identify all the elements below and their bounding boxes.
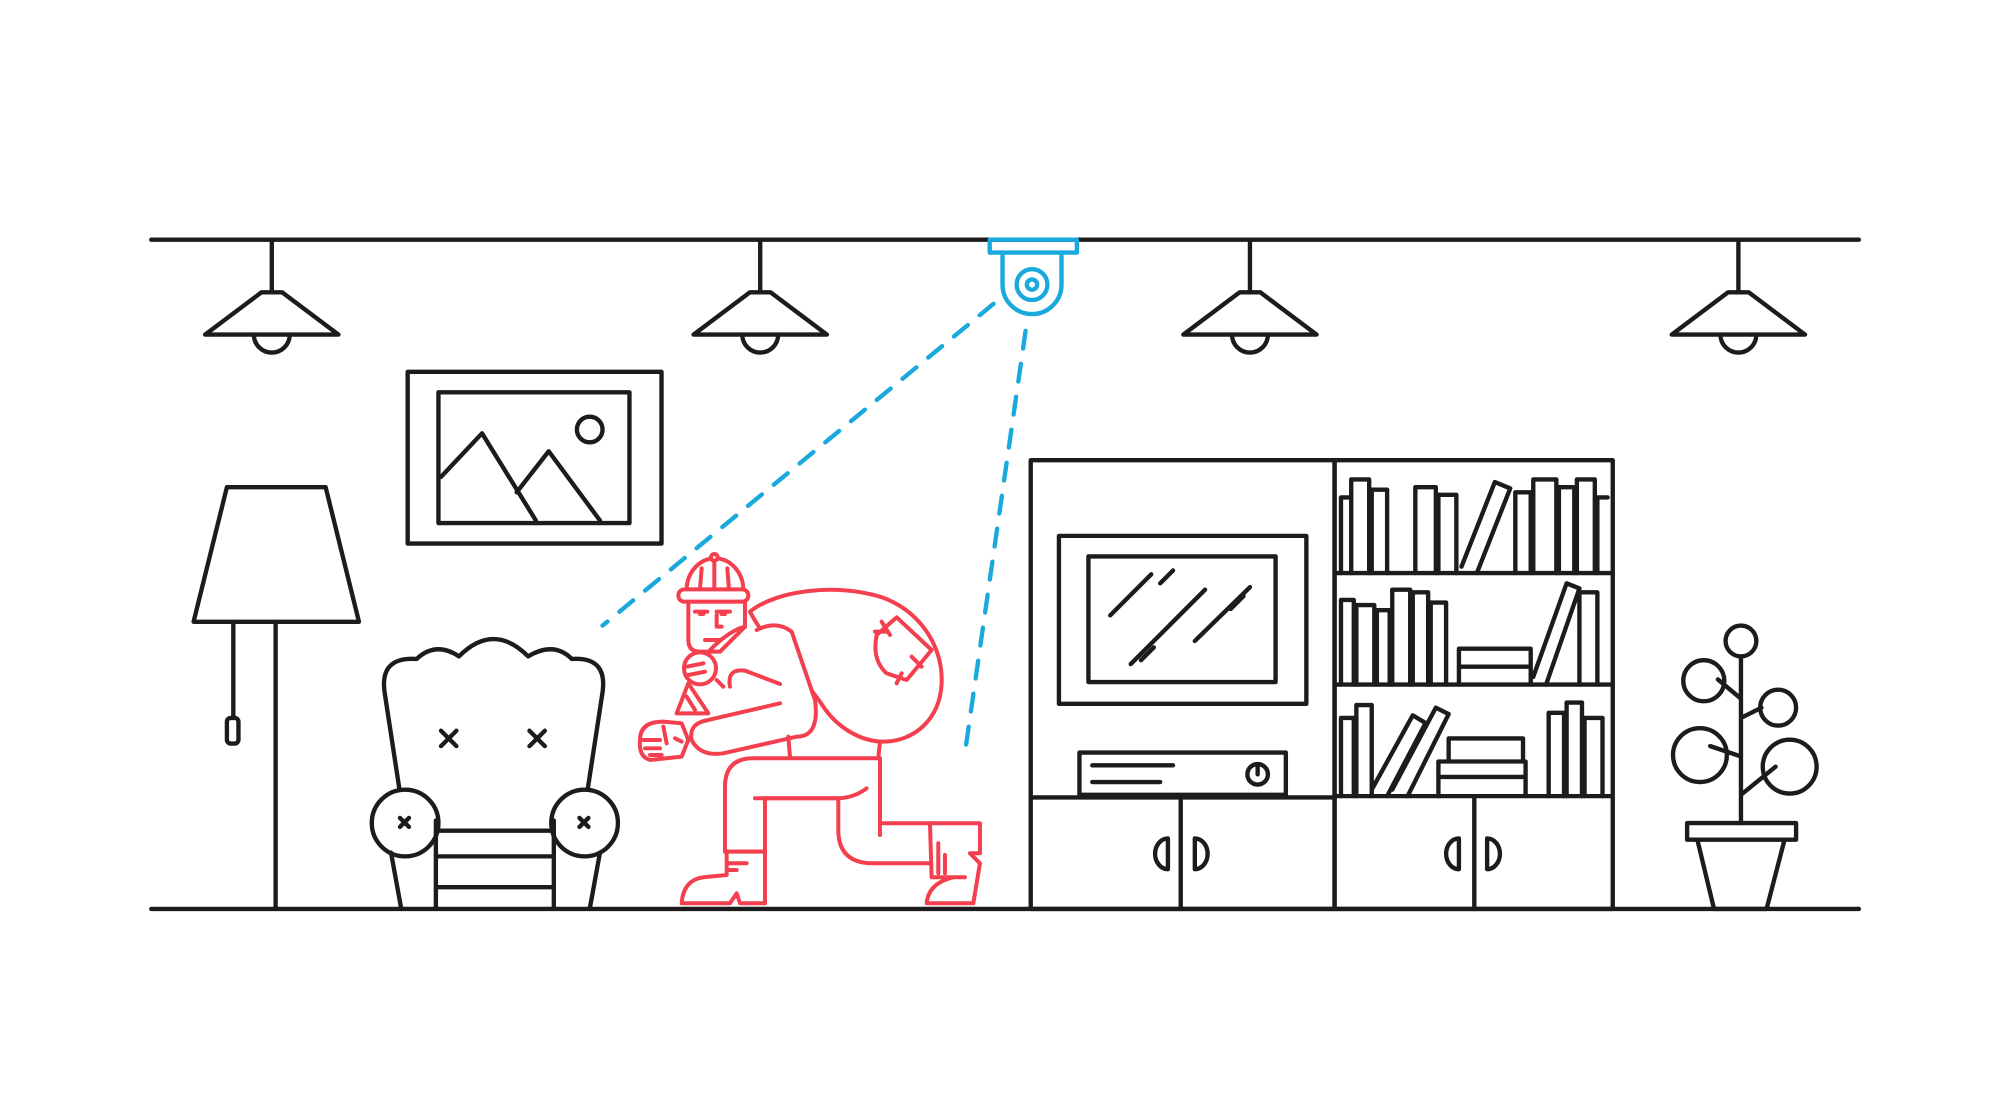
- burglar-icon: [637, 551, 982, 906]
- fist: [637, 719, 691, 762]
- dvr-player-icon: [1077, 750, 1289, 798]
- camera-view-line: [963, 328, 1028, 753]
- ceiling-lamp-icon: [1669, 237, 1808, 355]
- boot: [924, 821, 982, 906]
- bookshelf-icon: [1332, 458, 1615, 912]
- security-camera-icon: [987, 237, 1080, 317]
- ceiling-lamp-icon: [1181, 237, 1319, 355]
- armchair-icon: [369, 636, 621, 912]
- arm: [689, 623, 818, 756]
- tv-icon: [1056, 533, 1309, 706]
- sack-patch: [872, 615, 934, 686]
- ceiling-lamp-icon: [202, 237, 341, 355]
- ceiling-lamp-icon: [691, 237, 830, 355]
- plant-icon: [1670, 623, 1819, 912]
- tv-cabinet: [1028, 458, 1337, 912]
- floor-lamp-icon: [191, 484, 362, 912]
- picture-frame-icon: [405, 369, 664, 546]
- camera-view-line: [600, 301, 996, 628]
- boot: [679, 849, 767, 906]
